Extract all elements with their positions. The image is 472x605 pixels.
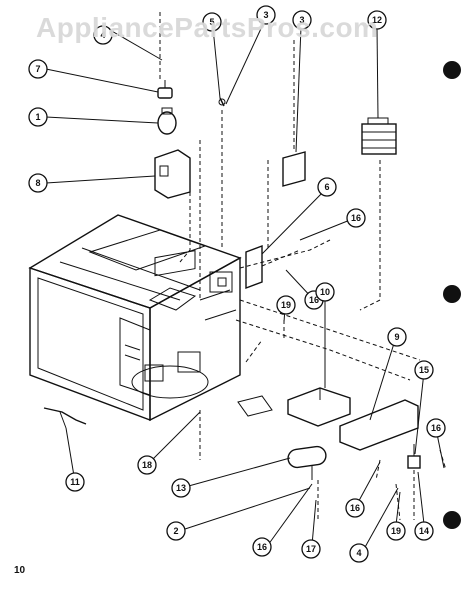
svg-text:12: 12 bbox=[372, 15, 382, 25]
svg-text:7: 7 bbox=[35, 64, 40, 74]
callout-16-c: 16 bbox=[426, 418, 446, 438]
svg-text:16: 16 bbox=[350, 503, 360, 513]
svg-text:16: 16 bbox=[351, 213, 361, 223]
svg-text:5: 5 bbox=[209, 17, 214, 27]
callout-12: 12 bbox=[367, 10, 387, 30]
leader-lines bbox=[45, 19, 445, 550]
registration-dot bbox=[443, 285, 461, 303]
callouts: 7 1 8 4 5 3 3 12 6 16 16 19 10 9 15 16 1… bbox=[28, 5, 446, 563]
callout-2: 2 bbox=[166, 521, 186, 541]
callout-15: 15 bbox=[414, 360, 434, 380]
callout-7: 7 bbox=[28, 59, 48, 79]
callout-9: 9 bbox=[387, 327, 407, 347]
svg-text:18: 18 bbox=[142, 460, 152, 470]
svg-text:3: 3 bbox=[263, 10, 268, 20]
svg-text:19: 19 bbox=[281, 300, 291, 310]
svg-text:9: 9 bbox=[394, 332, 399, 342]
callout-10: 10 bbox=[315, 282, 335, 302]
callout-6: 6 bbox=[317, 177, 337, 197]
callout-16-a: 16 bbox=[346, 208, 366, 228]
wire-harness bbox=[43, 407, 87, 429]
registration-dot bbox=[443, 511, 461, 529]
callout-13: 13 bbox=[171, 478, 191, 498]
svg-text:17: 17 bbox=[306, 544, 316, 554]
callout-18: 18 bbox=[137, 455, 157, 475]
oven-cavity-assembly bbox=[28, 214, 242, 422]
watermark-text: AppliancePartsPros.com bbox=[36, 12, 379, 43]
callout-5: 5 bbox=[202, 12, 222, 32]
callout-16-e: 16 bbox=[252, 537, 272, 557]
interlock-switch bbox=[407, 444, 421, 469]
air-duct bbox=[287, 387, 351, 427]
svg-text:16: 16 bbox=[431, 423, 441, 433]
callout-8: 8 bbox=[28, 173, 48, 193]
svg-text:6: 6 bbox=[324, 182, 329, 192]
screw bbox=[218, 97, 226, 107]
callout-3-b: 3 bbox=[292, 10, 312, 30]
svg-text:16: 16 bbox=[257, 542, 267, 552]
svg-text:19: 19 bbox=[391, 526, 401, 536]
callout-16-d: 16 bbox=[345, 498, 365, 518]
callout-4-top: 4 bbox=[93, 25, 113, 45]
svg-text:11: 11 bbox=[70, 477, 80, 487]
callout-19-a: 19 bbox=[276, 295, 296, 315]
page-number: 10 bbox=[14, 565, 26, 576]
callout-17: 17 bbox=[301, 539, 321, 559]
svg-text:10: 10 bbox=[320, 287, 330, 297]
svg-text:15: 15 bbox=[419, 365, 429, 375]
pad bbox=[237, 395, 273, 417]
svg-text:13: 13 bbox=[176, 483, 186, 493]
lamp-bulb bbox=[157, 107, 177, 135]
callout-14: 14 bbox=[414, 521, 434, 541]
assembly-lines bbox=[159, 12, 447, 521]
svg-text:1: 1 bbox=[35, 112, 40, 122]
svg-text:3: 3 bbox=[299, 15, 304, 25]
mounting-plate bbox=[339, 399, 419, 451]
callout-4: 4 bbox=[349, 543, 369, 563]
svg-text:16: 16 bbox=[309, 295, 319, 305]
bracket bbox=[245, 244, 263, 290]
transformer bbox=[361, 117, 397, 155]
svg-text:4: 4 bbox=[100, 30, 105, 40]
svg-text:2: 2 bbox=[173, 526, 178, 536]
lamp-bracket bbox=[154, 149, 191, 199]
callout-3-a: 3 bbox=[256, 5, 276, 25]
callout-1: 1 bbox=[28, 107, 48, 127]
label-sheet bbox=[282, 151, 306, 187]
svg-text:4: 4 bbox=[356, 548, 361, 558]
svg-text:14: 14 bbox=[419, 526, 429, 536]
capacitor bbox=[287, 445, 327, 480]
callout-19-b: 19 bbox=[386, 521, 406, 541]
svg-text:8: 8 bbox=[35, 178, 40, 188]
lamp-socket bbox=[157, 80, 173, 99]
callout-11: 11 bbox=[65, 472, 85, 492]
registration-dot bbox=[443, 61, 461, 79]
